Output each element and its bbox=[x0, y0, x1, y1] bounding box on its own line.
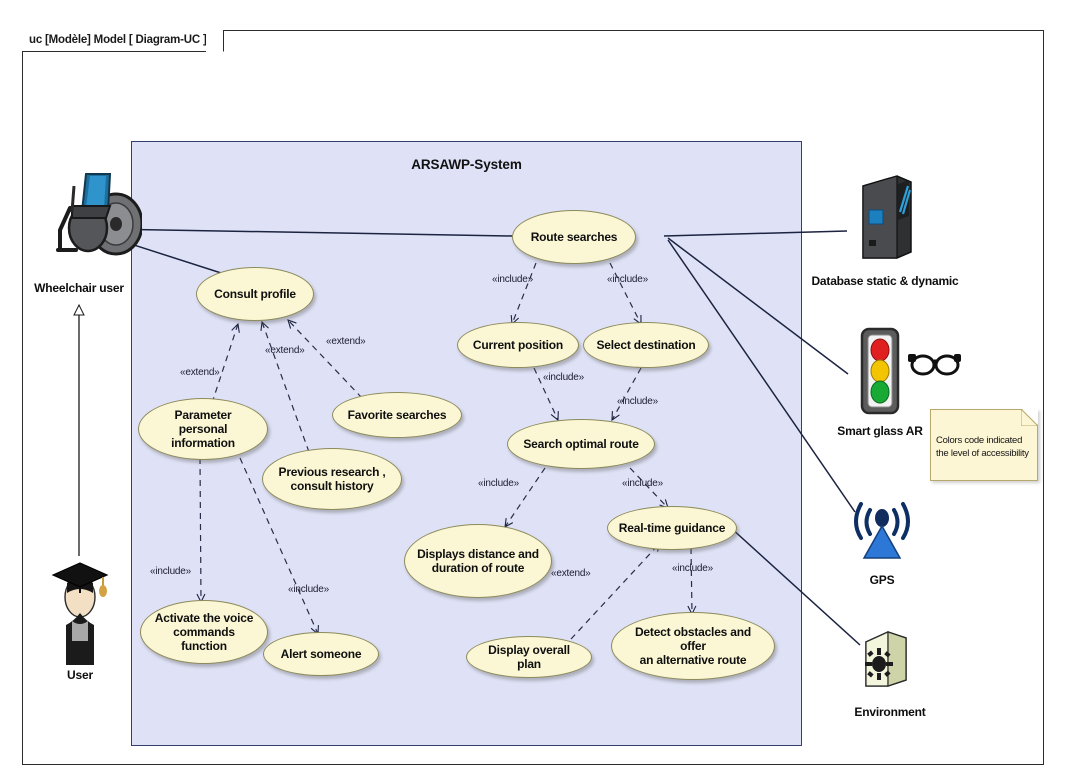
stereotype-include-param-voice: «include» bbox=[150, 566, 192, 577]
usecase-label-line2: an alternative route bbox=[639, 653, 747, 667]
stereotype-extend-favorite-consult: «extend» bbox=[326, 336, 366, 347]
usecase-label-line1: Previous research , bbox=[278, 465, 386, 479]
usecase-consult-profile[interactable]: Consult profile bbox=[196, 267, 314, 321]
usecase-label: Previous research , consult history bbox=[279, 465, 386, 493]
note-accessibility: Colors code indicated the level of acces… bbox=[930, 409, 1038, 481]
actor-label-gps: GPS bbox=[869, 573, 895, 587]
usecase-parameter-personal-information[interactable]: Parameter personal information bbox=[138, 398, 268, 460]
graduate-person-icon bbox=[51, 562, 109, 665]
usecase-select-destination[interactable]: Select destination bbox=[583, 322, 709, 368]
stereotype-extend-previous-consult: «extend» bbox=[265, 345, 305, 356]
actor-label-wheelchair-user: Wheelchair user bbox=[34, 281, 124, 295]
usecase-display-overall-plan[interactable]: Display overall plan bbox=[466, 636, 592, 678]
usecase-label-line2: commands function bbox=[173, 625, 235, 653]
usecase-realtime-guidance[interactable]: Real-time guidance bbox=[607, 506, 737, 550]
actor-label-smart-glass-ar: Smart glass AR bbox=[837, 424, 923, 438]
note-fold-corner bbox=[1022, 409, 1038, 425]
usecase-label: Current position bbox=[472, 338, 564, 352]
usecase-label-line2: information bbox=[171, 436, 235, 450]
stereotype-include-selectdestination-optimal: «include» bbox=[617, 396, 659, 407]
usecase-displays-distance-duration[interactable]: Displays distance and duration of route bbox=[404, 524, 552, 598]
usecase-activate-voice-commands[interactable]: Activate the voice commands function bbox=[140, 600, 268, 664]
usecase-label-line1: Parameter personal bbox=[174, 408, 232, 436]
note-text-line2: the level of accessibility bbox=[936, 447, 1029, 459]
stereotype-include-param-alert: «include» bbox=[288, 584, 330, 595]
stereotype-extend-param-consult: «extend» bbox=[180, 367, 220, 378]
usecase-favorite-searches[interactable]: Favorite searches bbox=[332, 392, 462, 438]
stereotype-include-currentposition-optimal: «include» bbox=[543, 372, 585, 383]
wheelchair-icon bbox=[56, 173, 142, 256]
note-text-line1: Colors code indicated bbox=[936, 435, 1023, 446]
actor-label-database: Database static & dynamic bbox=[811, 274, 959, 288]
usecase-label: Alert someone bbox=[280, 647, 362, 661]
database-server-icon bbox=[862, 175, 912, 259]
usecase-previous-research[interactable]: Previous research , consult history bbox=[262, 448, 402, 510]
usecase-label: Route searches bbox=[530, 230, 618, 244]
stereotype-include-route-selectdestination: «include» bbox=[607, 274, 649, 285]
usecase-label: Display overall plan bbox=[488, 643, 570, 671]
usecase-route-searches[interactable]: Route searches bbox=[512, 210, 636, 264]
uml-frame-header: uc [Modèle] Model [ Diagram-UC ] bbox=[22, 30, 224, 52]
usecase-label-line1: Detect obstacles and offer bbox=[634, 625, 752, 653]
usecase-alert-someone[interactable]: Alert someone bbox=[263, 632, 379, 676]
note-fold-edge-icon bbox=[1021, 409, 1038, 426]
note-text: Colors code indicated the level of acces… bbox=[936, 435, 1036, 460]
usecase-label-line2: consult history bbox=[290, 479, 374, 493]
stereotype-extend-overall-guidance: «extend» bbox=[551, 568, 591, 579]
stereotype-include-guidance-detect: «include» bbox=[672, 563, 714, 574]
stereotype-include-optimal-guidance: «include» bbox=[622, 478, 664, 489]
usecase-label: Detect obstacles and offer an alternativ… bbox=[622, 625, 764, 667]
actor-label-environment: Environment bbox=[854, 705, 926, 719]
usecase-label-line1: Displays distance and bbox=[417, 547, 539, 561]
usecase-label: Consult profile bbox=[214, 287, 296, 301]
usecase-detect-obstacles[interactable]: Detect obstacles and offer an alternativ… bbox=[611, 612, 775, 680]
usecase-label: Select destination bbox=[596, 338, 696, 352]
usecase-search-optimal-route[interactable]: Search optimal route bbox=[507, 419, 655, 469]
usecase-label: Favorite searches bbox=[347, 408, 447, 422]
usecase-label-line1: Activate the voice bbox=[154, 611, 254, 625]
usecase-label: Search optimal route bbox=[523, 437, 639, 451]
environment-sensor-icon bbox=[865, 631, 907, 687]
usecase-current-position[interactable]: Current position bbox=[457, 322, 579, 368]
system-title: ARSAWP-System bbox=[411, 157, 522, 172]
actor-label-user: User bbox=[67, 668, 93, 682]
traffic-light-glasses-icon bbox=[860, 327, 961, 415]
usecase-label: Real-time guidance bbox=[618, 521, 726, 535]
stereotype-include-optimal-displays: «include» bbox=[478, 478, 520, 489]
usecase-label: Parameter personal information bbox=[149, 408, 257, 450]
usecase-label: Displays distance and duration of route bbox=[417, 547, 539, 575]
usecase-label-line2: duration of route bbox=[431, 561, 525, 575]
stereotype-include-route-currentposition: «include» bbox=[492, 274, 534, 285]
usecase-label: Activate the voice commands function bbox=[151, 611, 257, 653]
gps-antenna-icon bbox=[854, 502, 910, 559]
